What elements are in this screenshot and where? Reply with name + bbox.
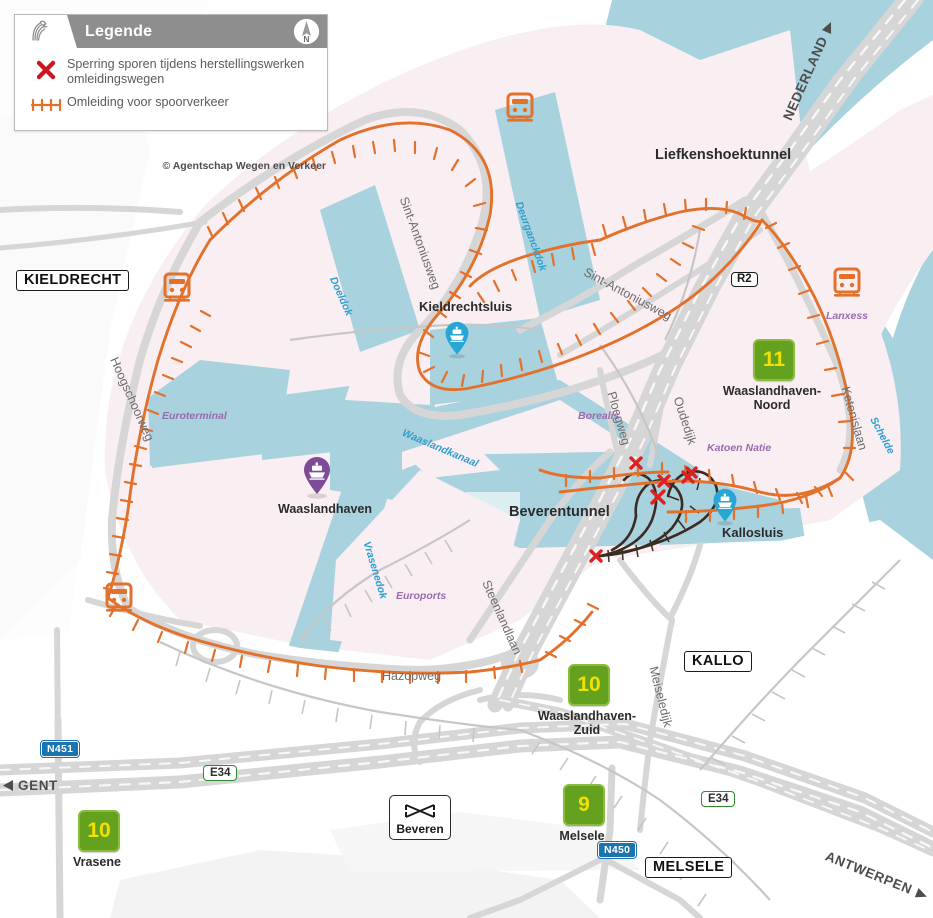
flemish-lion-icon (15, 15, 77, 48)
train-icon (163, 272, 191, 311)
waaslandhaven-poi-marker[interactable] (300, 455, 334, 504)
legend-title: Legende (85, 22, 153, 40)
station-crossed-icon (405, 804, 435, 818)
exit-name: Vrasene (56, 855, 138, 869)
exit-number: 10 (568, 664, 610, 706)
exit-name-text: Melsele (559, 829, 605, 843)
exit-number: 9 (563, 784, 605, 826)
exit-name: Melsele (541, 829, 623, 843)
legend-item-label: Omleiding voor spoorverkeer (67, 94, 229, 109)
legend-item-label: Sperring sporen tijdens herstellingswerk… (67, 57, 305, 87)
exit-number: 11 (753, 339, 795, 381)
station-sign-beveren[interactable]: Beveren (389, 795, 451, 840)
exit-badge-waaslandhaven-noord[interactable]: 11 Waaslandhaven-Noord (723, 339, 823, 412)
legend-item-closure[interactable]: Sperring sporen tijdens herstellingswerk… (25, 57, 317, 88)
station-name: Beveren (396, 822, 444, 836)
legend-panel[interactable]: Legende N Sperring sporen tijd (14, 14, 328, 131)
exit-badge-melsele[interactable]: 9 Melsele (559, 784, 623, 843)
route-shield-e34[interactable]: E34 (203, 765, 238, 781)
legend-header: Legende N (15, 15, 327, 48)
train-icon (105, 582, 133, 621)
compass-north-icon: N (293, 18, 320, 45)
exit-badge-waaslandhaven-zuid[interactable]: 10 Waaslandhaven-Zuid (538, 664, 638, 737)
orange-rail-line-icon (25, 95, 67, 113)
train-icon (833, 267, 861, 306)
svg-text:N: N (303, 34, 309, 44)
kieldrechtsluis-poi-marker[interactable] (442, 320, 472, 364)
exit-name-text: Vrasene (73, 855, 121, 869)
exit-number: 10 (78, 810, 120, 852)
kallosluis-poi-marker[interactable] (710, 487, 740, 531)
exit-name: Waaslandhaven-Zuid (536, 709, 638, 737)
place-label-kallo: KALLO (684, 651, 752, 672)
exit-name-text: Waaslandhaven-Noord (722, 384, 822, 412)
legend-item-detour[interactable]: Omleiding voor spoorverkeer (25, 95, 317, 113)
red-x-icon (25, 57, 67, 81)
route-shield-r2[interactable]: R2 (731, 272, 758, 287)
route-shield-n451[interactable]: N451 (39, 740, 81, 758)
exit-name-text: Waaslandhaven-Zuid (537, 709, 637, 737)
route-shield-n450[interactable]: N450 (596, 841, 638, 859)
exit-name: Waaslandhaven-Noord (721, 384, 823, 412)
exit-badge-vrasene[interactable]: 10 Vrasene (73, 810, 138, 869)
copyright-text: © Agentschap Wegen en Verkeer (162, 160, 326, 172)
legend-body: Sperring sporen tijdens herstellingswerk… (15, 48, 327, 130)
place-label-melsele: MELSELE (645, 857, 733, 878)
waaslandhaven-poi-label: Waaslandhaven (278, 502, 373, 516)
train-icon (506, 92, 534, 131)
place-label-kieldrecht: KIELDRECHT (16, 270, 130, 291)
route-shield-e34[interactable]: E34 (701, 791, 736, 807)
